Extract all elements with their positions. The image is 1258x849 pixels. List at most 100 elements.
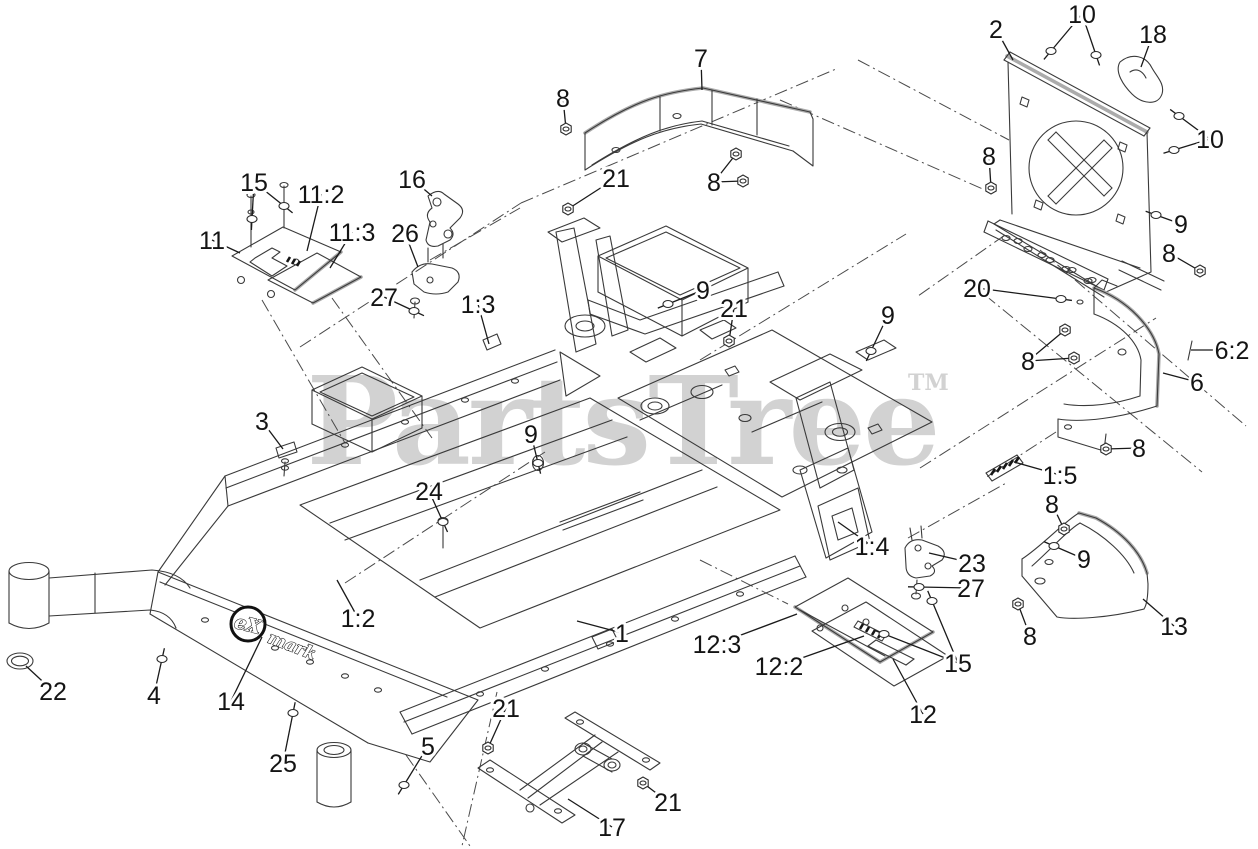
leader-line-1-4	[837, 521, 873, 547]
screw-head-icon	[1173, 111, 1185, 121]
nut-hole-icon	[1196, 268, 1204, 274]
fuel-tray-box	[311, 366, 423, 453]
screw-head-icon	[408, 306, 420, 316]
left-caster-arm	[6, 561, 191, 670]
leader-line-9	[1053, 545, 1085, 560]
callout-21: 21	[720, 295, 748, 323]
leader-line-10	[1173, 138, 1211, 151]
leader-line-14	[230, 636, 263, 702]
leader-line-12	[892, 658, 924, 715]
callout-10: 10	[1068, 1, 1096, 29]
callout-21: 21	[602, 165, 630, 193]
nut-hole-icon	[725, 338, 733, 344]
callout-27: 27	[957, 575, 985, 603]
nut-hole-icon	[484, 745, 492, 751]
leader-line-16	[411, 178, 433, 197]
leader-line-26	[404, 232, 419, 268]
callout-4: 4	[147, 682, 161, 710]
leader-line-10	[1081, 13, 1097, 56]
callout-11-2: 11:2	[298, 181, 345, 209]
callout-8: 8	[982, 143, 996, 171]
watermark-tm: TM	[908, 370, 949, 396]
callout-6: 6	[1190, 369, 1204, 397]
callout-8: 8	[1023, 623, 1037, 651]
leader-line-15	[883, 633, 959, 664]
callout-7: 7	[694, 45, 708, 73]
callout-22: 22	[39, 678, 67, 706]
callout-8: 8	[707, 169, 721, 197]
screw-head-icon	[532, 458, 544, 468]
rear-flange-strip	[983, 220, 1165, 291]
leader-line-25	[282, 712, 294, 764]
leader-line-10	[1178, 115, 1211, 140]
screw-head-icon	[913, 582, 925, 592]
callout-23: 23	[958, 550, 986, 578]
leader-line-21	[567, 177, 617, 210]
callout-15: 15	[944, 650, 972, 678]
battery-tray	[587, 225, 785, 337]
callout-8: 8	[556, 85, 570, 113]
screw-head-icon	[398, 780, 410, 790]
leader-line-1-5	[1013, 461, 1061, 476]
callout-3: 3	[255, 408, 269, 436]
leader-line-11-3	[329, 231, 353, 269]
callout-24: 24	[415, 478, 443, 506]
watermark-text: PartsTree	[306, 349, 937, 493]
bracket-part26	[409, 243, 460, 319]
right-frame-rail	[399, 555, 807, 735]
side-channel-part6	[1057, 279, 1193, 452]
plate-group-11	[231, 181, 363, 305]
leader-line-22	[25, 665, 54, 692]
callout-10: 10	[1196, 126, 1224, 154]
nut-hole-icon	[1060, 526, 1068, 532]
screw-head-icon	[437, 517, 449, 527]
callout-9: 9	[1077, 546, 1091, 574]
callout-17: 17	[598, 814, 626, 842]
nut-hole-icon	[1014, 601, 1022, 607]
corner-guard-part13	[1021, 511, 1149, 619]
callout-16: 16	[398, 166, 426, 194]
leader-line-12-2	[778, 635, 865, 667]
leader-line-1-3	[477, 303, 490, 345]
callout-2: 2	[989, 16, 1003, 44]
callout-21: 21	[654, 789, 682, 817]
callout-1-2: 1:2	[341, 605, 376, 633]
nut-hole-icon	[564, 206, 572, 212]
screw-head-icon	[1048, 541, 1060, 551]
screw-head-icon	[1090, 50, 1102, 60]
callout-9: 9	[1174, 211, 1188, 239]
leader-line-3	[261, 420, 284, 450]
leader-line-20	[976, 287, 1062, 300]
callout-12-2: 12:2	[755, 653, 804, 681]
callout-15: 15	[240, 169, 268, 197]
leader-line-27	[918, 586, 972, 589]
plate-group-12	[793, 577, 949, 687]
callout-21: 21	[492, 695, 520, 723]
callout-1-3: 1:3	[461, 291, 496, 319]
leader-line-4	[153, 658, 163, 696]
callout-11: 11	[199, 227, 225, 255]
nut-hole-icon	[1102, 446, 1110, 452]
leader-line-1	[576, 620, 623, 634]
leader-line-6	[1162, 372, 1198, 383]
callout-12: 12	[909, 701, 937, 729]
leader-line-7	[700, 57, 703, 91]
callout-26: 26	[391, 220, 419, 248]
nut-hole-icon	[1070, 355, 1078, 361]
leader-line-8	[1027, 329, 1066, 362]
nut-hole-icon	[1061, 327, 1069, 333]
screw-head-icon	[878, 629, 890, 639]
leader-line-1-2	[336, 579, 359, 619]
callout-1-4: 1:4	[855, 533, 890, 561]
callout-27: 27	[370, 284, 398, 312]
callout-1: 1	[615, 620, 629, 648]
screw-head-icon	[865, 346, 877, 356]
callout-13: 13	[1160, 613, 1188, 641]
nut-hole-icon	[639, 780, 647, 786]
leader-line-21	[487, 707, 507, 749]
exmark-logo: eX mark	[229, 605, 319, 665]
leader-line-23	[928, 552, 973, 564]
